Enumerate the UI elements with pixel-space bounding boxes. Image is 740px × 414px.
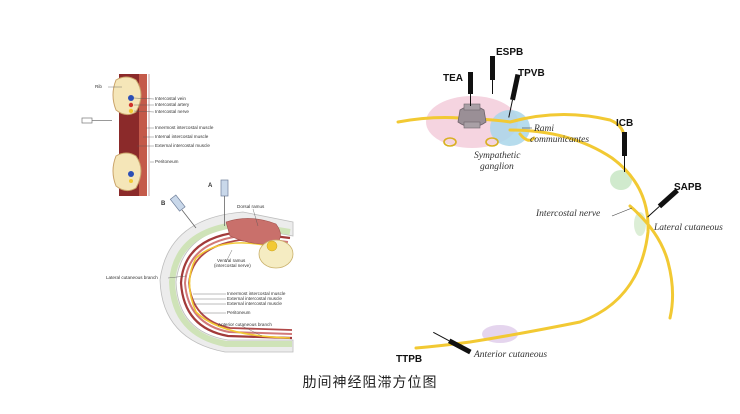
label-anterior-cutaneous-branch: Anterior cutaneous branch bbox=[218, 322, 272, 327]
espb-syringe-icon bbox=[490, 56, 495, 94]
subcutaneous-green-layer bbox=[168, 220, 292, 347]
rami-path bbox=[518, 132, 536, 142]
label-layer-external-1: External intercostal muscle bbox=[227, 296, 282, 301]
label-sympathetic: Sympathetic bbox=[474, 151, 521, 161]
label-ttpb: TTPB bbox=[396, 354, 422, 365]
label-lateral-cutaneous: Lateral cutaneous bbox=[653, 223, 723, 233]
figure-caption: 肋间神经阻滞方位图 bbox=[302, 375, 438, 391]
label-layer-external-2: External intercostal muscle bbox=[227, 301, 282, 306]
intercostal-artery bbox=[128, 102, 134, 108]
body-wall-figure: A B Dorsal ramus Ventral ramus (intercos… bbox=[106, 179, 294, 353]
tpvb-syringe-icon bbox=[508, 73, 521, 118]
label-ganglion: ganglion bbox=[480, 162, 514, 172]
label-dorsal-ramus: Dorsal ramus bbox=[237, 204, 265, 209]
syringe-b-icon bbox=[169, 194, 197, 229]
label-ventral-ramus: Ventral ramus bbox=[217, 258, 246, 263]
label-tpvb: TPVB bbox=[518, 68, 545, 79]
vertebra-icon bbox=[457, 103, 487, 129]
label-internal-muscle: Internal intercostal muscle bbox=[155, 134, 209, 139]
inner-muscle-strip bbox=[139, 74, 147, 196]
ventral-ramus-nerve bbox=[188, 242, 291, 339]
label-icb: ICB bbox=[616, 118, 633, 129]
label-layer-innermost: Innermost intercostal muscle bbox=[227, 291, 286, 296]
dorsal-nerve-arc bbox=[396, 112, 626, 142]
label-ventral-ramus-sub: (intercostal nerve) bbox=[214, 263, 251, 268]
lower-rib bbox=[112, 152, 142, 192]
sympathetic-ganglion-left bbox=[443, 137, 457, 147]
label-peritoneum: Peritoneum bbox=[155, 159, 179, 164]
label-intercostal-vein: Intercostal vein bbox=[155, 96, 186, 101]
label-sapb: SAPB bbox=[674, 182, 702, 193]
label-intercostal-nerve: Intercostal nerve bbox=[535, 209, 600, 219]
intercostal-section-figure: Rib Intercostal vein Intercostal artery … bbox=[81, 74, 214, 196]
sympathetic-ganglion-right bbox=[485, 137, 499, 147]
label-layer-peritoneum: Peritoneum bbox=[227, 310, 251, 315]
rib-label: Rib bbox=[95, 84, 102, 89]
label-rami: Rami bbox=[533, 124, 554, 134]
muscle-layer-mid bbox=[183, 234, 293, 335]
sapb-syringe-icon bbox=[647, 188, 679, 218]
lower-vessel bbox=[128, 171, 134, 177]
ttpb-syringe-icon bbox=[433, 331, 472, 355]
spinal-cord bbox=[266, 240, 278, 252]
intercostal-nerve-main bbox=[414, 128, 650, 350]
label-tea: TEA bbox=[443, 73, 463, 84]
body-outline bbox=[159, 211, 294, 353]
marker-b: B bbox=[161, 201, 166, 207]
label-anterior-cutaneous: Anterior cutaneous bbox=[473, 350, 547, 360]
lateral-cutaneous-branch-path bbox=[628, 204, 675, 320]
icb-syringe-icon bbox=[622, 132, 627, 172]
label-external-muscle: External intercostal muscle bbox=[155, 143, 210, 148]
label-lateral-cutaneous-branch: Lateral cutaneous branch bbox=[106, 275, 158, 280]
icb-zone bbox=[610, 170, 632, 190]
label-communicantes: communicantes bbox=[530, 135, 589, 145]
syringe-icon bbox=[81, 117, 112, 124]
label-innermost-muscle: Innermost intercostal muscle bbox=[155, 125, 214, 130]
intercostal-nerve-dot bbox=[128, 108, 134, 114]
label-intercostal-artery: Intercostal artery bbox=[155, 102, 190, 107]
upper-rib bbox=[112, 76, 142, 116]
lower-nerve-dot bbox=[129, 179, 133, 183]
intercostal-vein bbox=[128, 95, 134, 101]
back-muscle-mass bbox=[225, 218, 281, 245]
muscle-layer-outer bbox=[179, 230, 293, 340]
label-espb: ESPB bbox=[496, 47, 523, 58]
nerve-block-schematic: ESPB TEA TPVB ICB SAPB TTPB Rami communi… bbox=[396, 47, 723, 365]
syringe-a-icon bbox=[220, 179, 229, 226]
marker-a: A bbox=[208, 183, 213, 189]
label-intercostal-nerve: Intercostal nerve bbox=[155, 109, 189, 114]
tea-syringe-icon bbox=[468, 72, 473, 106]
